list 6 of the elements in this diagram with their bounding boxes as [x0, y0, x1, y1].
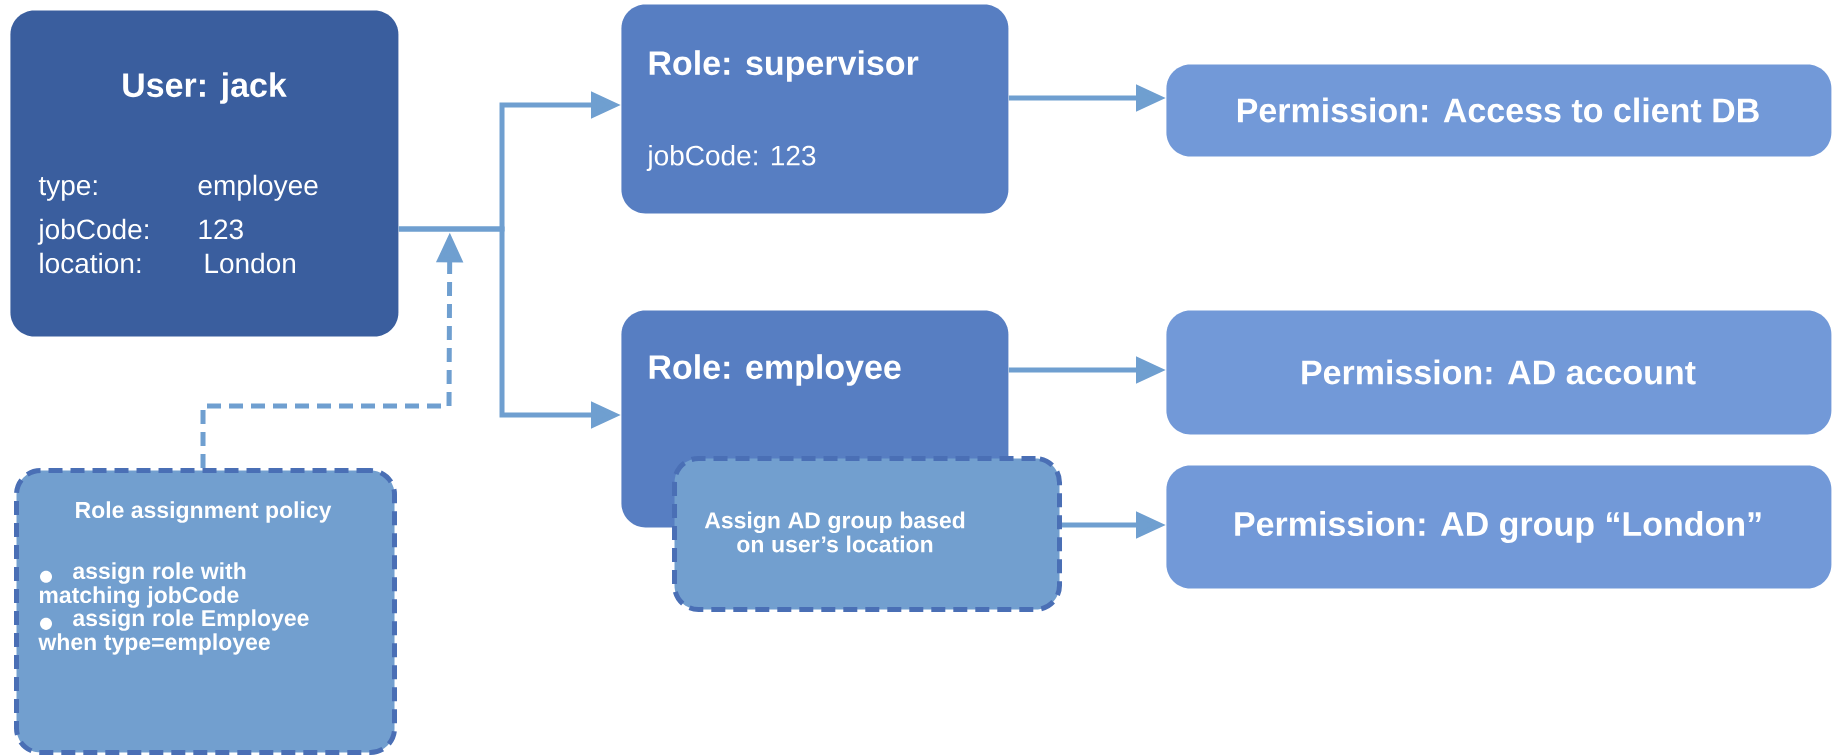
- permission-box: Permission: AD account: [1166, 310, 1832, 435]
- permission-box: Permission: AD group “London”: [1166, 465, 1832, 589]
- policy-box: Role assignment policy assign role with matching jobCode assign role Employee when type=employee: [14, 468, 397, 755]
- user-box: User: jack type: employee jobCode: 123 location: London: [10, 10, 399, 337]
- permission-box: Permission: Access to client DB: [1166, 64, 1832, 157]
- role-box: Role: supervisor jobCode: 123: [621, 4, 1009, 214]
